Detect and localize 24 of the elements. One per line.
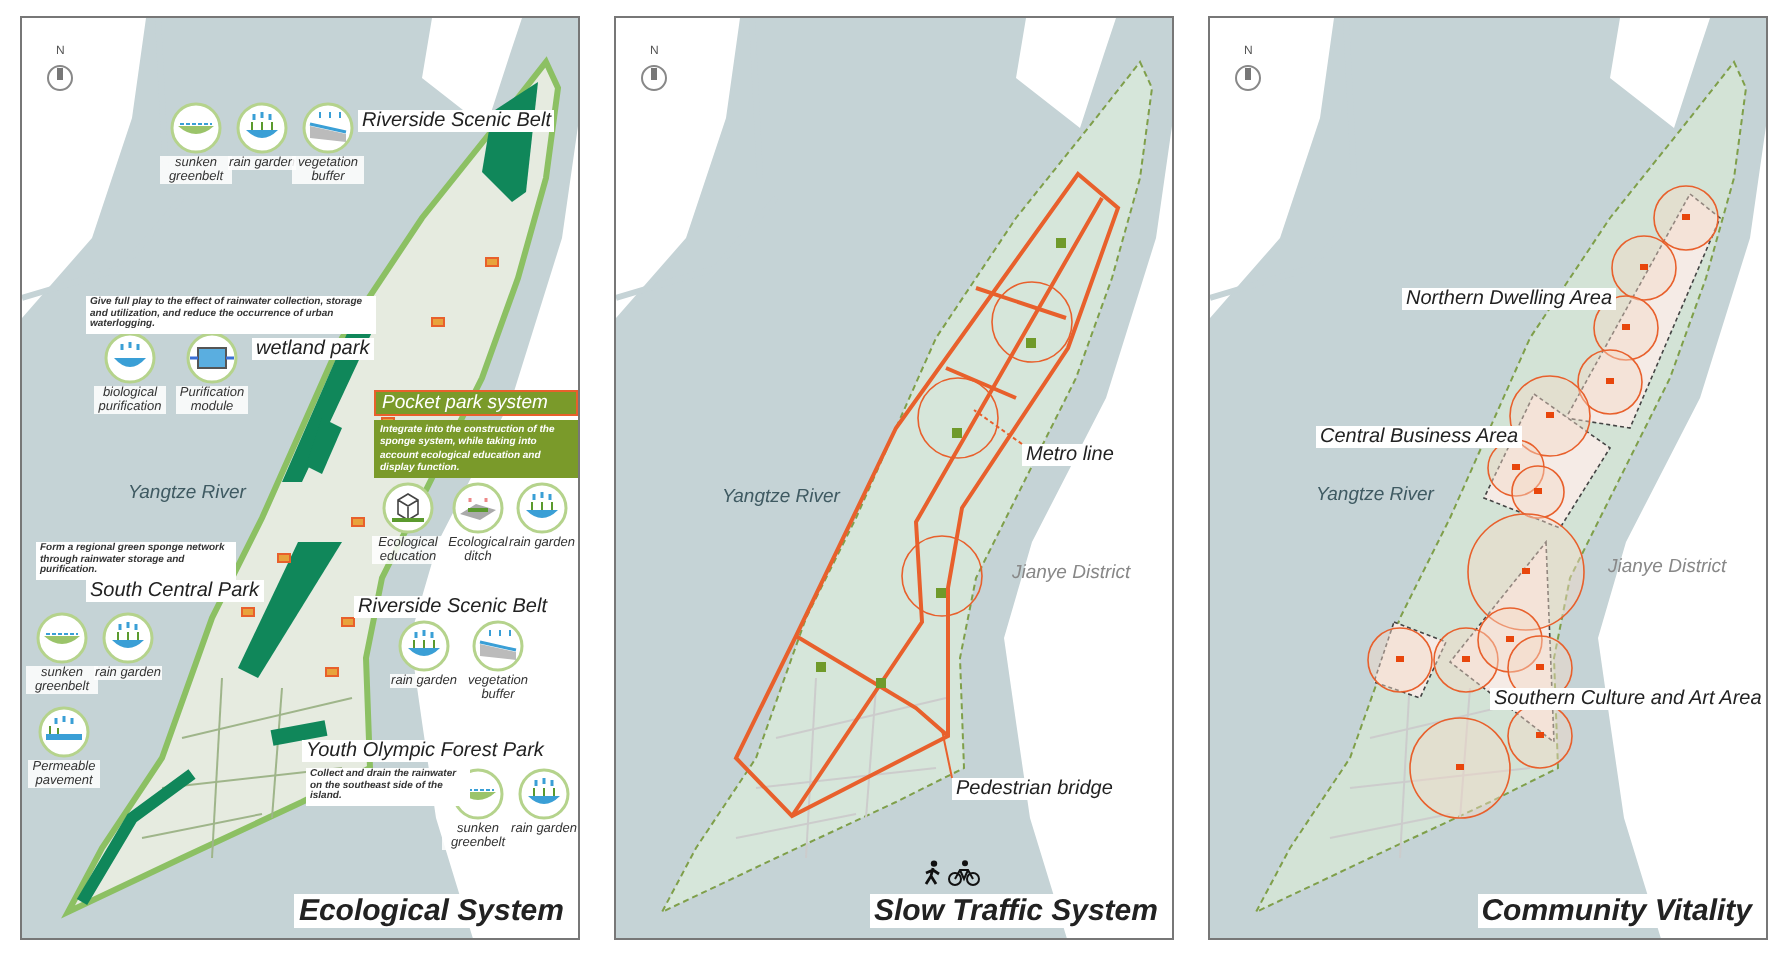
map-label: Riverside Scenic Belt <box>354 596 551 618</box>
map-panel <box>20 16 580 940</box>
river-label: Yangtze River <box>722 488 840 509</box>
map-label: wetland park <box>252 338 374 360</box>
map-label: Southern Culture and Art Area <box>1490 688 1766 710</box>
map-label: Youth Olympic Forest Park <box>302 740 548 762</box>
river-label: Yangtze River <box>128 484 246 505</box>
leader-line <box>973 409 1023 445</box>
river-label: Yangtze River <box>1316 486 1434 507</box>
district-label: Jianye District <box>1012 564 1131 585</box>
map-label: Central Business Area <box>1316 426 1523 448</box>
map-label: Metro line <box>1022 444 1118 466</box>
leader-line <box>941 729 953 779</box>
map-label: Riverside Scenic Belt <box>358 110 555 132</box>
district-label: Jianye District <box>1608 558 1727 579</box>
map-label: Northern Dwelling Area <box>1402 288 1617 310</box>
panel-title: Ecological System <box>294 894 568 928</box>
map-panel <box>614 16 1174 940</box>
map-label: Pedestrian bridge <box>952 778 1117 800</box>
map-label: South Central Park <box>86 580 263 602</box>
panel-title: Community Vitality <box>1477 894 1756 928</box>
map-panel <box>1208 16 1768 940</box>
panel-title: Slow Traffic System <box>869 894 1162 928</box>
callout-title: Pocket park system <box>374 390 578 416</box>
